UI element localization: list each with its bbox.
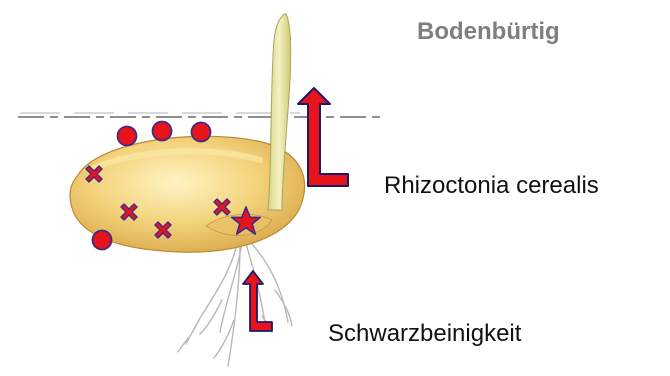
upward-red-arrow [243,271,272,331]
soil-surface-line [18,113,385,117]
red-circle-marker [118,127,137,146]
label-rhizoctonia-cerealis: Rhizoctonia cerealis [384,172,599,200]
red-circle-marker [153,122,172,141]
red-circle-marker [192,123,211,142]
upward-red-arrow [298,88,348,186]
diagram-title: Bodenbürtig [417,18,560,46]
red-circle-marker [93,231,112,250]
roots [178,240,292,366]
label-schwarzbeinigkeit: Schwarzbeinigkeit [328,320,521,348]
